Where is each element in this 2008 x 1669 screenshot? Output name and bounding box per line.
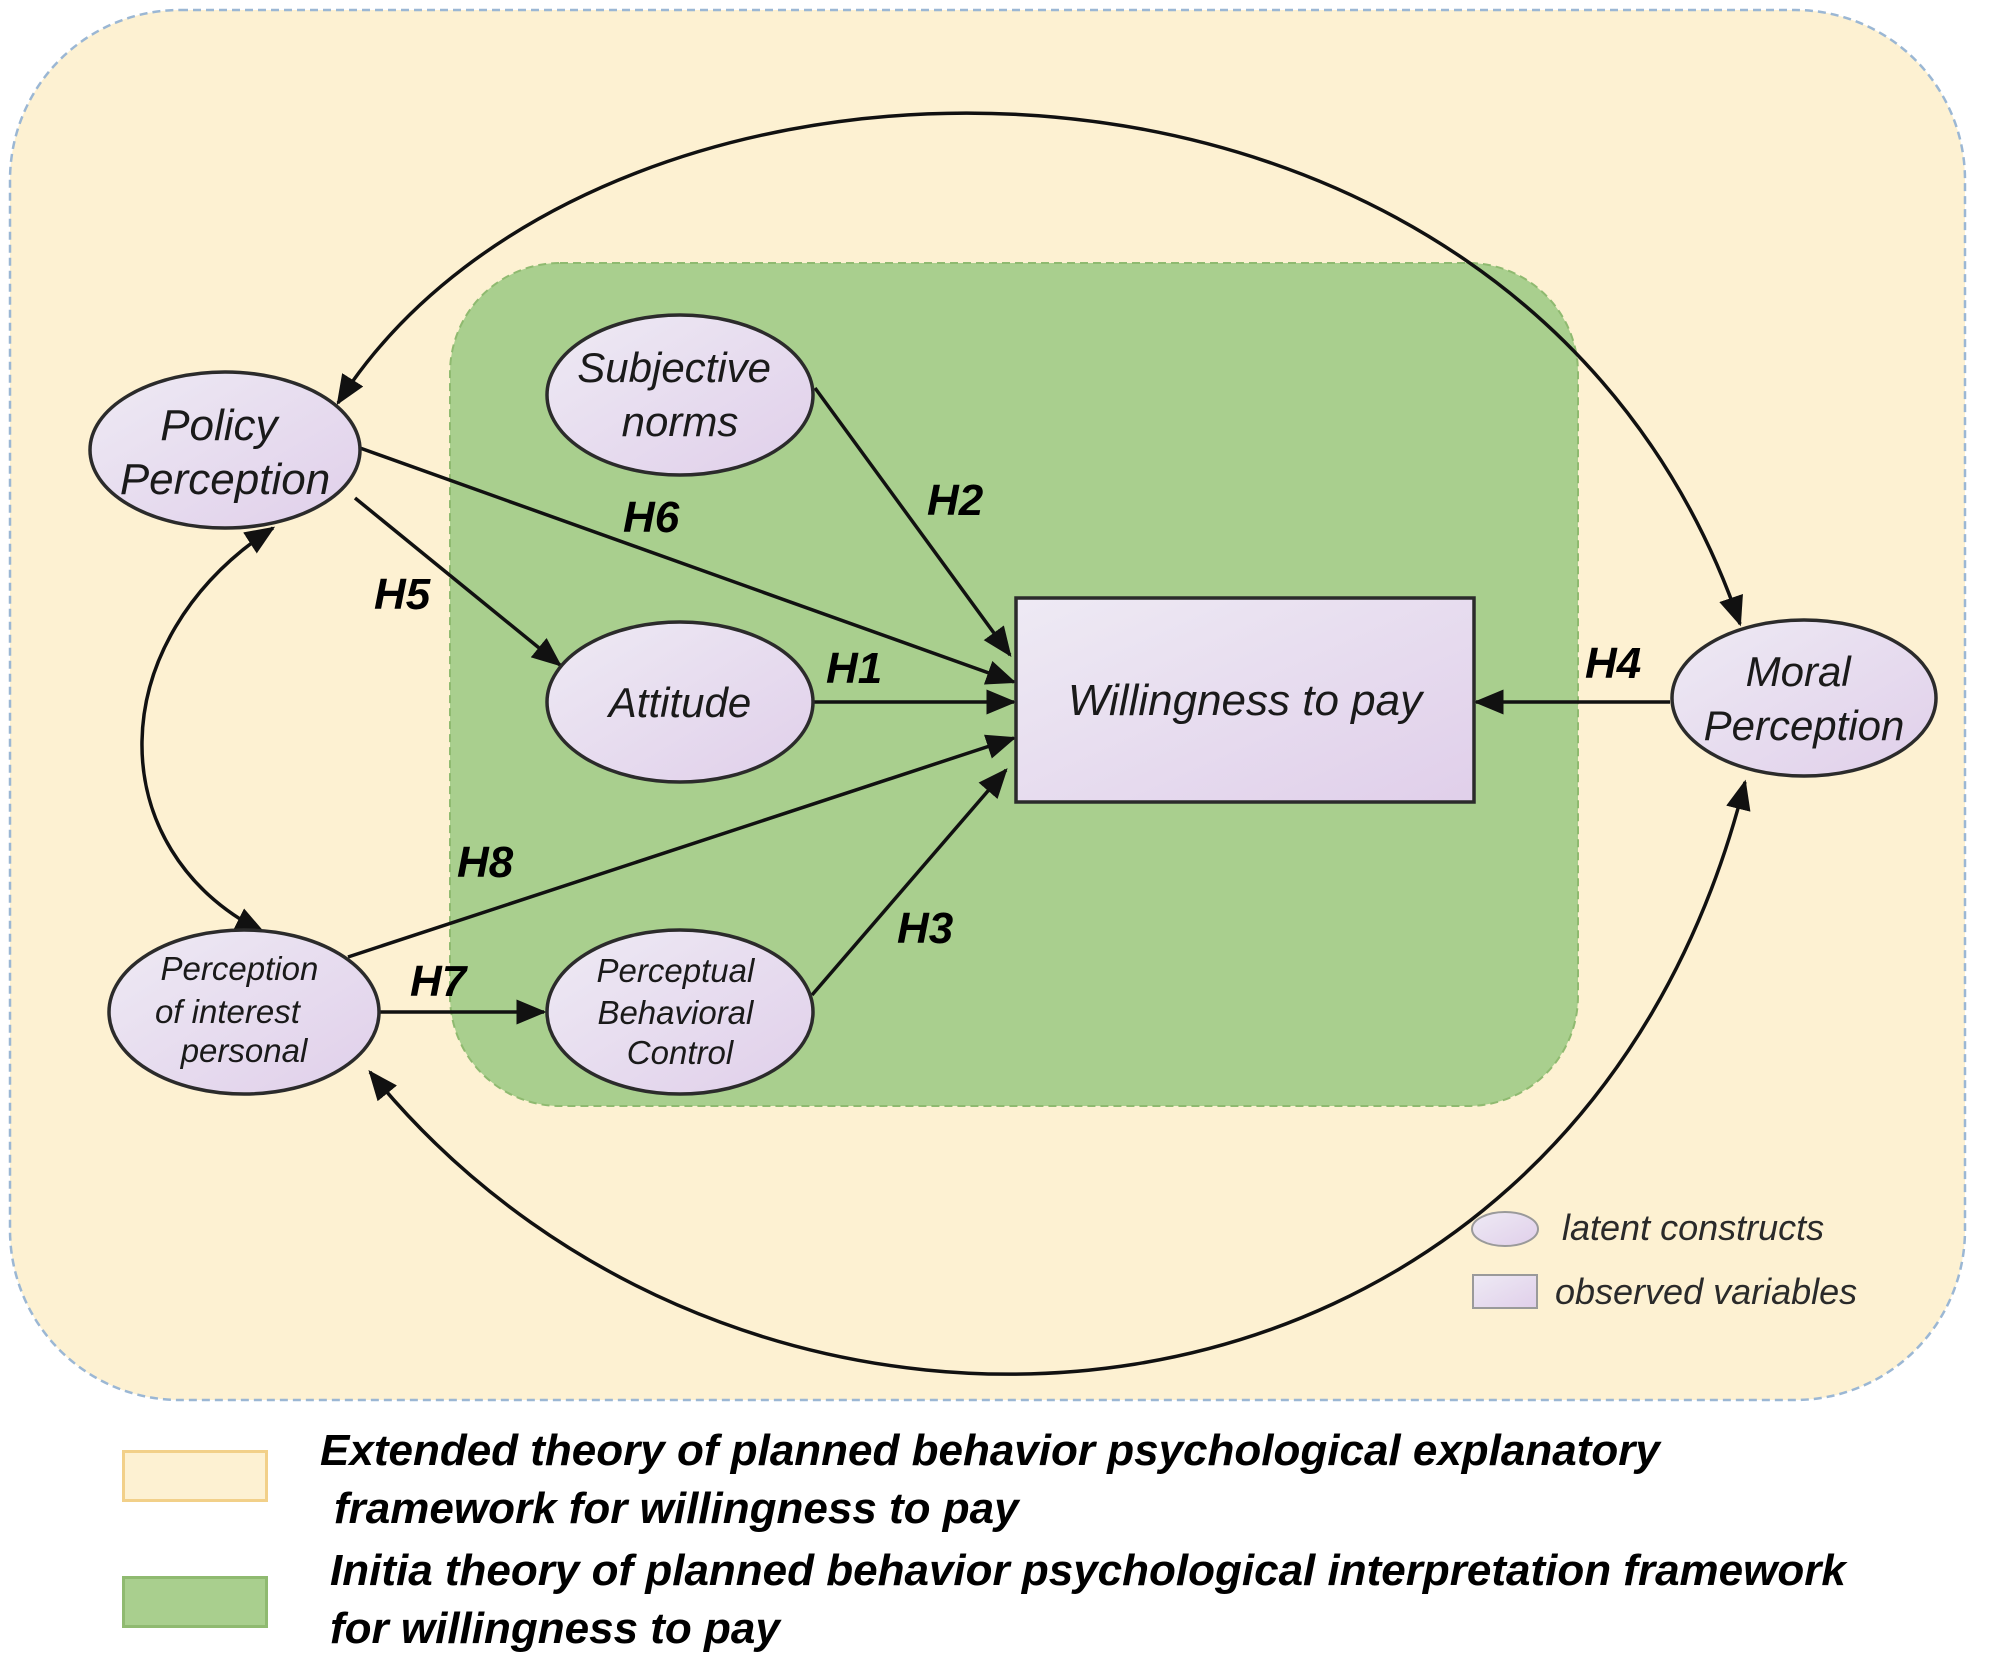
node-label: Perception xyxy=(120,455,330,504)
svg-text:Willingness to pay: Willingness to pay xyxy=(1068,676,1425,725)
hypothesis-label-h7: H7 xyxy=(410,957,469,1006)
path-h8 xyxy=(347,734,1017,959)
node-willingness-to-pay: Willingness to pay xyxy=(1014,596,1476,804)
node-label: Policy xyxy=(160,401,280,450)
hypothesis-label-h3: H3 xyxy=(897,904,953,953)
extended-framework-swatch xyxy=(122,1450,268,1502)
node-label: Willingness to pay xyxy=(1068,676,1425,725)
node-moral-perception: Moral Perception xyxy=(1670,618,1938,778)
node-label: Perception xyxy=(1704,702,1905,749)
node-type-legend: latent constructs observed variables xyxy=(1471,1207,1857,1312)
svg-text:Policy Perception: Policy Perception xyxy=(120,401,330,504)
path-h3 xyxy=(810,768,1008,997)
path-h5 xyxy=(353,496,562,667)
node-policy-perception: Policy Perception xyxy=(88,370,362,530)
latent-construct-label: latent constructs xyxy=(1562,1207,1824,1248)
svg-text:Perceptual Behavioral: Perceptual Behavioral Control xyxy=(597,952,764,1071)
hypothesis-label-h8: H8 xyxy=(457,838,514,887)
svg-text:Subjective norms: Subjective norms xyxy=(577,344,782,445)
extended-framework-line1: Extended theory of planned behavior psyc… xyxy=(320,1426,1660,1475)
node-label: Moral xyxy=(1746,648,1853,695)
node-perceptual-behavioral-control: Perceptual Behavioral Control xyxy=(545,928,815,1096)
hypothesis-label-h5: H5 xyxy=(374,570,431,619)
initial-framework-line2: for willingness to pay xyxy=(330,1604,780,1653)
node-label: Perception xyxy=(161,950,319,987)
initial-framework-line1: Initia theory of planned behavior psycho… xyxy=(330,1546,1846,1595)
node-label: norms xyxy=(622,398,739,445)
node-label: Attitude xyxy=(606,679,751,726)
extended-framework-label: Extended theory of planned behavior psyc… xyxy=(320,1422,2000,1538)
node-label: Control xyxy=(627,1034,735,1071)
node-label: Subjective xyxy=(577,344,771,391)
node-label: Perceptual xyxy=(597,952,756,989)
latent-construct-swatch xyxy=(1471,1211,1539,1247)
framework-legend: Extended theory of planned behavior psyc… xyxy=(0,1410,2008,1669)
node-label: personal xyxy=(180,1032,309,1069)
node-label: Behavioral xyxy=(597,994,755,1031)
arc-policy-moral xyxy=(336,111,1743,627)
node-perception-of-interest-personal: Perception of interest personal xyxy=(107,928,381,1096)
observed-variable-label: observed variables xyxy=(1555,1271,1857,1312)
arc-interest-moral xyxy=(368,779,1751,1376)
initial-framework-swatch xyxy=(122,1576,268,1628)
node-subjective-norms: Subjective norms xyxy=(545,313,815,477)
node-label: of interest xyxy=(155,993,302,1030)
hypothesis-label-h2: H2 xyxy=(927,476,984,525)
path-h2 xyxy=(813,386,1012,658)
svg-text:Attitude: Attitude xyxy=(606,679,751,726)
node-attitude: Attitude xyxy=(545,620,815,784)
arc-policy-interest xyxy=(140,526,276,934)
hypothesis-label-h1: H1 xyxy=(826,644,882,693)
svg-text:Moral Perception: Moral Perception xyxy=(1704,648,1905,749)
observed-variable-swatch xyxy=(1472,1274,1538,1309)
svg-text:Perception of interest: Perception of interest personal xyxy=(155,950,328,1069)
initial-framework-label: Initia theory of planned behavior psycho… xyxy=(330,1542,2008,1658)
extended-framework-line2: framework for willingness to pay xyxy=(334,1484,1019,1533)
path-h6 xyxy=(359,446,1017,685)
hypothesis-label-h4: H4 xyxy=(1585,639,1641,688)
hypothesis-label-h6: H6 xyxy=(623,493,680,542)
